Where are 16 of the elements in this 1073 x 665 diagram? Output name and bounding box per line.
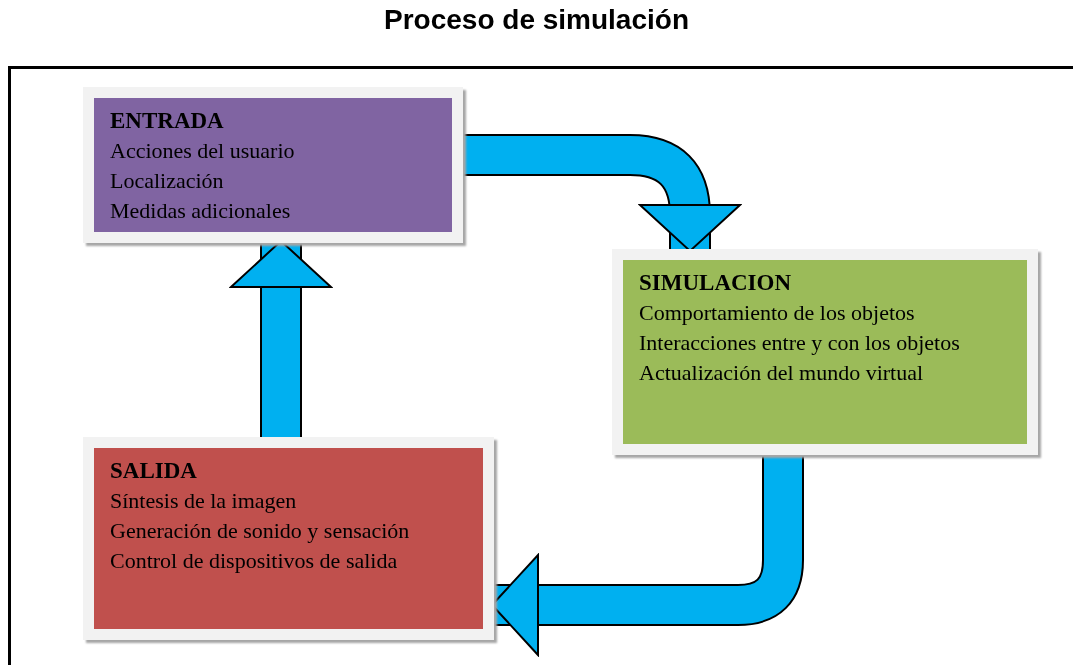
box-text: Interacciones entre y con los objetos: [639, 329, 961, 357]
box-text: Localización: [110, 167, 225, 195]
box-text: Medidas adicionales: [110, 197, 292, 225]
box-text: Control de dispositivos de salida: [110, 547, 399, 575]
diagram-title: Proceso de simulación: [383, 4, 690, 36]
box-heading: ENTRADA: [110, 107, 225, 135]
box-text: Acciones del usuario: [110, 137, 296, 165]
process-box: [83, 437, 494, 640]
process-box: [83, 87, 463, 243]
box-text: Síntesis de la imagen: [110, 487, 298, 515]
box-text: Generación de sonido y sensación: [110, 517, 411, 545]
box-heading: SIMULACION: [639, 269, 793, 297]
box-text: Comportamiento de los objetos: [639, 299, 916, 327]
box-text: Actualización del mundo virtual: [639, 359, 925, 387]
process-box: [612, 249, 1038, 455]
box-heading: SALIDA: [110, 457, 198, 485]
